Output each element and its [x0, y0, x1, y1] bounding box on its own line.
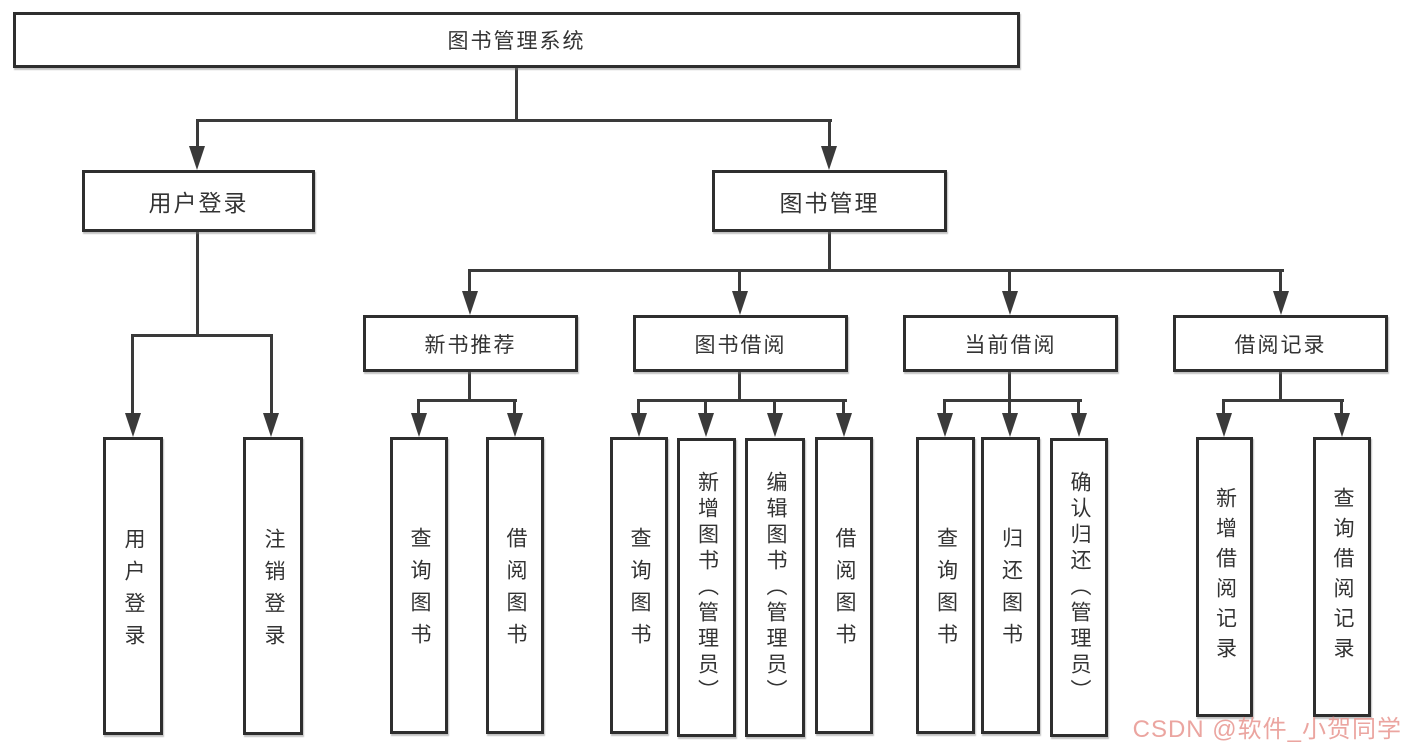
leaf-borrow-edit-book-admin: 编辑图书（管理员）: [745, 438, 805, 737]
arrow-down-icon: [767, 413, 783, 437]
node-book-borrow: 图书借阅: [633, 315, 848, 372]
arrow-down-icon: [462, 291, 478, 315]
connector-line: [637, 399, 640, 419]
connector-line: [196, 232, 199, 336]
arrow-down-icon: [631, 413, 647, 437]
connector-line: [417, 399, 517, 402]
connector-line: [1008, 399, 1011, 419]
connector-line: [1222, 399, 1344, 402]
leaf-logout: 注销登录: [243, 437, 303, 735]
connector-line: [270, 334, 273, 417]
connector-line: [1008, 269, 1011, 294]
arrow-down-icon: [732, 291, 748, 315]
connector-line: [1008, 372, 1011, 400]
connector-line: [131, 334, 273, 337]
arrow-down-icon: [1071, 413, 1087, 437]
arrow-down-icon: [189, 146, 205, 170]
connector-line: [773, 399, 776, 419]
connector-line: [943, 399, 946, 419]
node-user-login-branch: 用户登录: [82, 170, 315, 232]
connector-line: [828, 119, 831, 152]
connector-line: [468, 269, 471, 294]
node-new-book-recommend: 新书推荐: [363, 315, 578, 372]
arrow-down-icon: [1273, 291, 1289, 315]
node-root-system: 图书管理系统: [13, 12, 1020, 68]
connector-line: [1279, 269, 1282, 294]
arrow-down-icon: [411, 413, 427, 437]
connector-line: [738, 269, 741, 294]
connector-line: [842, 399, 845, 419]
arrow-down-icon: [125, 413, 141, 437]
connector-line: [468, 372, 471, 400]
leaf-borrow-borrow-book: 借阅图书: [815, 437, 873, 734]
connector-line: [417, 399, 420, 419]
leaf-record-add-borrow-record: 新增借阅记录: [1196, 437, 1253, 717]
connector-line: [637, 399, 847, 402]
arrow-down-icon: [507, 413, 523, 437]
arrow-down-icon: [836, 413, 852, 437]
node-borrow-record: 借阅记录: [1173, 315, 1388, 372]
connector-line: [468, 269, 1284, 272]
arrow-down-icon: [263, 413, 279, 437]
connector-line: [1279, 372, 1282, 400]
arrow-down-icon: [1216, 413, 1232, 437]
leaf-current-return-book: 归还图书: [981, 437, 1040, 734]
connector-line: [513, 399, 516, 419]
connector-line: [738, 372, 741, 400]
connector-line: [196, 119, 199, 152]
watermark: CSDN @软件_小贺同学: [1132, 716, 1402, 743]
arrow-down-icon: [698, 413, 714, 437]
connector-line: [131, 334, 134, 417]
leaf-current-query-book: 查询图书: [916, 437, 975, 734]
node-current-borrow: 当前借阅: [903, 315, 1118, 372]
leaf-user-login: 用户登录: [103, 437, 163, 735]
leaf-current-confirm-return-admin: 确认归还（管理员）: [1050, 438, 1108, 737]
connector-line: [704, 399, 707, 419]
connector-line: [515, 68, 518, 120]
leaf-borrow-query-book: 查询图书: [610, 437, 668, 734]
arrow-down-icon: [1002, 291, 1018, 315]
connector-line: [943, 399, 1082, 402]
arrow-down-icon: [937, 413, 953, 437]
leaf-record-query-borrow-record: 查询借阅记录: [1313, 437, 1371, 717]
leaf-borrow-add-book-admin: 新增图书（管理员）: [677, 438, 736, 737]
connector-line: [1340, 399, 1343, 419]
connector-line: [1222, 399, 1225, 419]
connector-line: [196, 119, 832, 122]
connector-line: [1077, 399, 1080, 419]
leaf-recommend-query-book: 查询图书: [390, 437, 448, 734]
arrow-down-icon: [1334, 413, 1350, 437]
leaf-recommend-borrow-book: 借阅图书: [486, 437, 544, 734]
node-book-management-branch: 图书管理: [712, 170, 947, 232]
arrow-down-icon: [821, 146, 837, 170]
arrow-down-icon: [1002, 413, 1018, 437]
connector-line: [828, 232, 831, 271]
